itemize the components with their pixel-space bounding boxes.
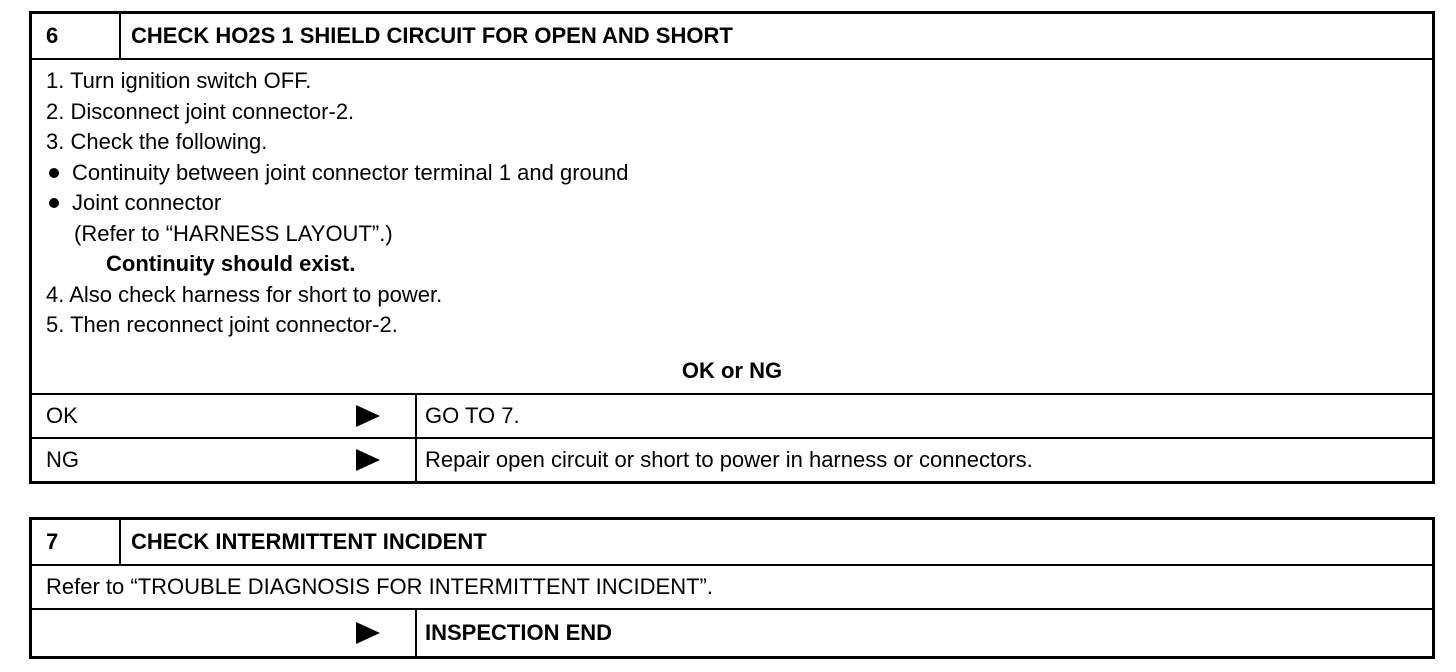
result-divider xyxy=(415,610,417,656)
step-6-title: CHECK HO2S 1 SHIELD CIRCUIT FOR OPEN AND… xyxy=(131,23,733,48)
instruction-1: 1. Turn ignition switch OFF. xyxy=(46,68,312,93)
right-triangle-arrow-icon xyxy=(356,622,380,644)
step-7-instructions: Refer to “TROUBLE DIAGNOSIS FOR INTERMIT… xyxy=(32,566,1432,610)
result-action-ng: Repair open circuit or short to power in… xyxy=(425,447,1033,472)
ok-or-ng-heading: OK or NG xyxy=(681,358,783,383)
result-divider xyxy=(415,439,417,481)
step-7-box: 7 CHECK INTERMITTENT INCIDENT Refer to “… xyxy=(29,517,1435,659)
intermittent-reference: Refer to “TROUBLE DIAGNOSIS FOR INTERMIT… xyxy=(46,574,713,599)
step-7-header: 7 CHECK INTERMITTENT INCIDENT xyxy=(32,520,1432,566)
step-6-header: 6 CHECK HO2S 1 SHIELD CIRCUIT FOR OPEN A… xyxy=(32,14,1432,60)
step-6-box: 6 CHECK HO2S 1 SHIELD CIRCUIT FOR OPEN A… xyxy=(29,11,1435,484)
result-label-ng: NG xyxy=(46,447,79,472)
result-divider xyxy=(415,395,417,437)
check-item-joint-connector: Joint connector xyxy=(46,188,1432,219)
check-item-joint-connector-text: Joint connector xyxy=(72,190,222,215)
step-6-number: 6 xyxy=(32,14,121,58)
instruction-2: 2. Disconnect joint connector-2. xyxy=(46,98,355,124)
instruction-4: 4. Also check harness for short to power… xyxy=(46,281,443,307)
result-action-inspection-end: INSPECTION END xyxy=(425,620,613,645)
result-row-ok: OK GO TO 7. xyxy=(32,395,1432,439)
result-action-ok: GO TO 7. xyxy=(425,403,520,428)
step-6-instructions: 1. Turn ignition switch OFF. 2. Disconne… xyxy=(32,60,1432,395)
instruction-3: 3. Check the following. xyxy=(46,129,268,154)
right-triangle-arrow-icon xyxy=(356,405,380,427)
check-item-continuity-text: Continuity between joint connector termi… xyxy=(72,159,629,185)
right-triangle-arrow-icon xyxy=(356,449,380,471)
harness-layout-reference: (Refer to “HARNESS LAYOUT”.) xyxy=(74,220,393,246)
instruction-5: 5. Then reconnect joint connector-2. xyxy=(46,312,398,337)
result-label-ok: OK xyxy=(46,403,78,428)
step-7-number: 7 xyxy=(32,520,121,564)
result-row-end: INSPECTION END xyxy=(32,610,1432,656)
expected-result: Continuity should exist. xyxy=(106,251,356,276)
step-7-title: CHECK INTERMITTENT INCIDENT xyxy=(131,529,487,554)
check-item-continuity: Continuity between joint connector termi… xyxy=(46,158,1432,189)
result-row-ng: NG Repair open circuit or short to power… xyxy=(32,439,1432,481)
